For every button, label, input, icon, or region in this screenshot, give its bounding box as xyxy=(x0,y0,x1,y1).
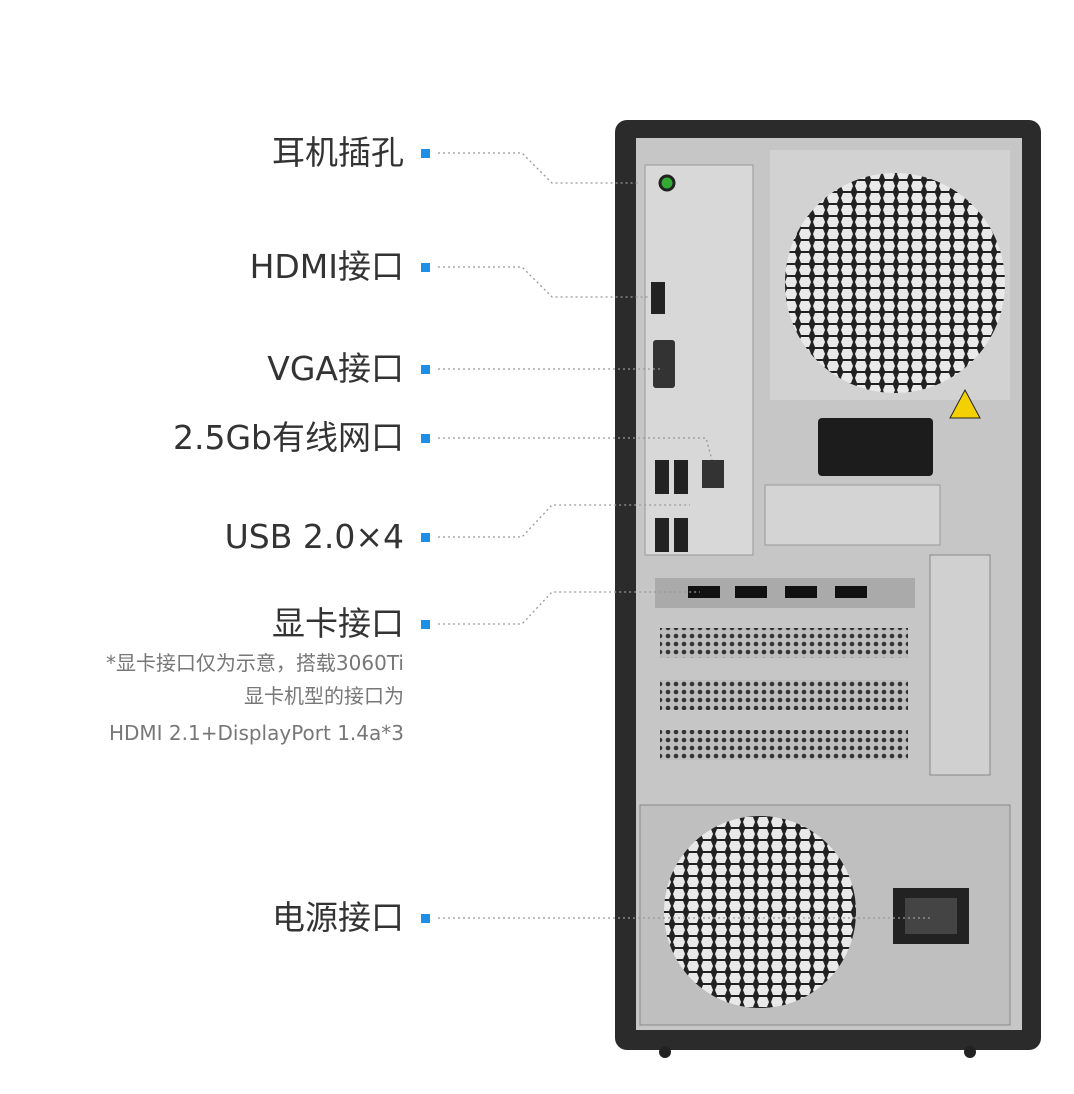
marker-hdmi xyxy=(421,263,430,272)
label-gpu-ports: 显卡接口 xyxy=(272,604,404,643)
marker-lan xyxy=(421,434,430,443)
marker-gpu xyxy=(421,620,430,629)
marker-power xyxy=(421,914,430,923)
gpu-note-line-2: 显卡机型的接口为 xyxy=(244,684,404,708)
label-headphone-jack: 耳机插孔 xyxy=(272,133,404,172)
marker-headphone xyxy=(421,149,430,158)
label-lan-port: 2.5Gb有线网口 xyxy=(173,418,404,457)
marker-usb xyxy=(421,533,430,542)
label-vga-port: VGA接口 xyxy=(267,349,404,388)
label-usb-ports: USB 2.0×4 xyxy=(224,517,404,556)
label-power-port: 电源接口 xyxy=(272,898,404,937)
gpu-note-line-1: *显卡接口仅为示意，搭载3060Ti xyxy=(105,651,404,675)
marker-vga xyxy=(421,365,430,374)
gpu-note-line-3: HDMI 2.1+DisplayPort 1.4a*3 xyxy=(108,721,404,745)
label-hdmi-port: HDMI接口 xyxy=(249,247,404,286)
